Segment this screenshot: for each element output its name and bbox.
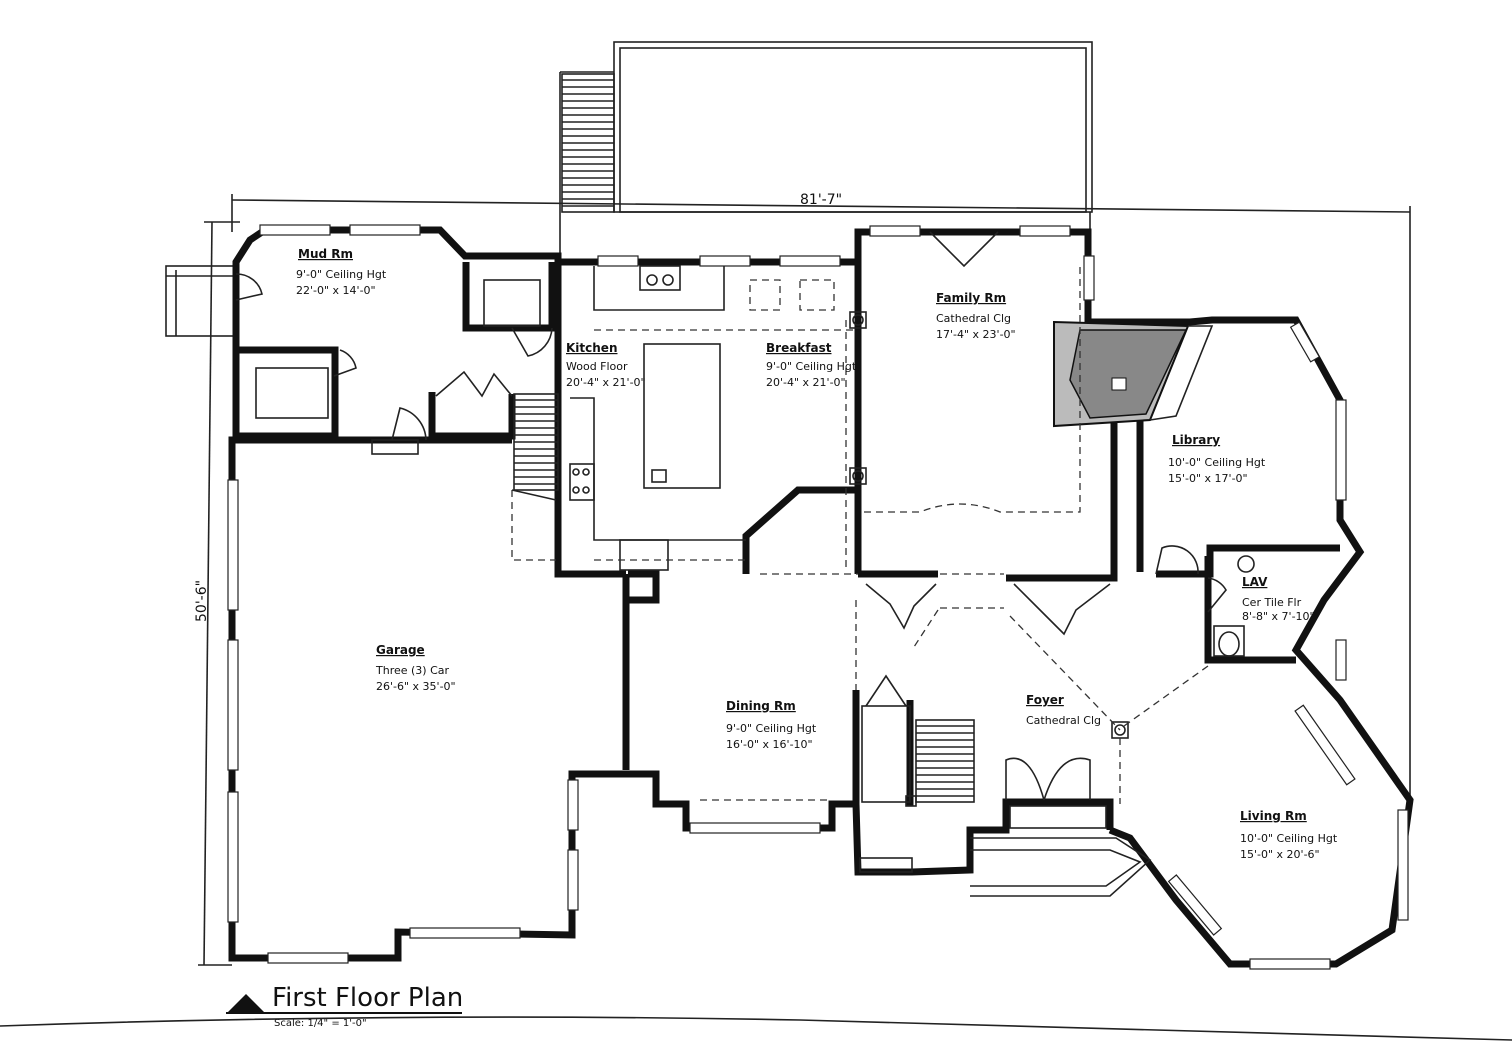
svg-text:Dining Rm: Dining Rm: [726, 699, 796, 713]
svg-text:LAV: LAV: [1242, 575, 1268, 589]
exterior-wall: [232, 226, 1414, 968]
service-stairs: [511, 393, 559, 561]
room-label-kitchen: Kitchen Wood Floor 20'-4" x 21'-0": [566, 341, 646, 389]
room-label-family: Family Rm Cathedral Clg 17'-4" x 23'-0": [936, 291, 1016, 341]
support-columns: [849, 311, 1129, 739]
room-label-library: Library 10'-0" Ceiling Hgt 15'-0" x 17'-…: [1168, 433, 1266, 485]
lav-fixtures: [1213, 555, 1255, 657]
svg-text:Foyer: Foyer: [1026, 693, 1064, 707]
room-label-garage: Garage Three (3) Car 26'-6" x 35'-0": [375, 643, 456, 693]
doors: [235, 231, 1227, 829]
svg-text:15'-0" x 20'-6": 15'-0" x 20'-6": [1240, 848, 1320, 861]
svg-text:20'-4" x 21'-0": 20'-4" x 21'-0": [566, 376, 646, 389]
windows: [227, 224, 1409, 970]
svg-text:Cathedral Clg: Cathedral Clg: [1026, 714, 1101, 727]
room-label-mud: Mud Rm 9'-0" Ceiling Hgt 22'-0" x 14'-0": [296, 247, 387, 297]
room-label-breakfast: Breakfast 9'-0" Ceiling Hgt 20'-4" x 21'…: [766, 341, 857, 389]
svg-text:26'-6" x 35'-0": 26'-6" x 35'-0": [376, 680, 456, 693]
room-label-dining: Dining Rm 9'-0" Ceiling Hgt 16'-0" x 16'…: [726, 699, 817, 751]
width-dimension: 81'-7": [800, 192, 842, 208]
svg-text:Family Rm: Family Rm: [936, 291, 1006, 305]
rear-deck: [559, 41, 1093, 255]
room-label-foyer: Foyer Cathedral Clg: [1026, 693, 1101, 727]
page-edge: [0, 1016, 1512, 1041]
svg-text:Cer Tile Flr: Cer Tile Flr: [1242, 596, 1302, 609]
svg-text:20'-4" x 21'-0": 20'-4" x 21'-0": [766, 376, 846, 389]
svg-text:9'-0" Ceiling Hgt: 9'-0" Ceiling Hgt: [726, 722, 817, 735]
depth-dimension-line: [198, 221, 240, 966]
svg-text:10'-0" Ceiling Hgt: 10'-0" Ceiling Hgt: [1168, 456, 1266, 469]
plan-scale: Scale: 1/4" = 1'-0": [274, 1018, 367, 1029]
svg-text:Library: Library: [1172, 433, 1220, 447]
svg-text:22'-0" x 14'-0": 22'-0" x 14'-0": [296, 284, 376, 297]
side-entry-steps: [165, 265, 237, 337]
depth-dimension: 50'-6": [194, 580, 210, 622]
front-steps: [859, 837, 1152, 897]
kitchen-island: [643, 343, 721, 489]
svg-text:Kitchen: Kitchen: [566, 341, 618, 355]
svg-text:Cathedral Clg: Cathedral Clg: [936, 312, 1011, 325]
svg-text:Wood Floor: Wood Floor: [566, 360, 628, 373]
width-dimension-line: [231, 194, 1411, 800]
mud-room-tub: [255, 367, 329, 419]
foyer-dashes: [700, 573, 1209, 804]
svg-text:Mud Rm: Mud Rm: [298, 247, 353, 261]
svg-text:Three (3) Car: Three (3) Car: [375, 664, 450, 677]
exterior-wall-front: [228, 322, 1114, 962]
foyer-stairs: [855, 600, 975, 807]
plan-title-block: First Floor Plan Scale: 1/4" = 1'-0": [226, 983, 463, 1029]
svg-text:16'-0" x 16'-10": 16'-0" x 16'-10": [726, 738, 813, 751]
plan-title: First Floor Plan: [272, 983, 463, 1013]
svg-text:9'-0" Ceiling Hgt: 9'-0" Ceiling Hgt: [766, 360, 857, 373]
kitchen-counters: [569, 265, 858, 571]
svg-text:Living Rm: Living Rm: [1240, 809, 1307, 823]
closet: [483, 279, 541, 327]
svg-text:15'-0" x 17'-0": 15'-0" x 17'-0": [1168, 472, 1248, 485]
room-label-lav: LAV Cer Tile Flr 8'-8" x 7'-10": [1242, 575, 1315, 623]
svg-text:Garage: Garage: [376, 643, 425, 657]
deck-stairs: [561, 73, 615, 213]
north-arrow-icon: [228, 994, 264, 1012]
svg-text:9'-0" Ceiling Hgt: 9'-0" Ceiling Hgt: [296, 268, 387, 281]
room-label-living: Living Rm 10'-0" Ceiling Hgt 15'-0" x 20…: [1240, 809, 1338, 861]
svg-text:10'-0" Ceiling Hgt: 10'-0" Ceiling Hgt: [1240, 832, 1338, 845]
fireplace: [1053, 320, 1214, 428]
svg-text:17'-4" x 23'-0": 17'-4" x 23'-0": [936, 328, 1016, 341]
svg-text:8'-8" x 7'-10": 8'-8" x 7'-10": [1242, 610, 1315, 623]
svg-text:Breakfast: Breakfast: [766, 341, 832, 355]
family-ceiling-outline: [864, 266, 1081, 513]
